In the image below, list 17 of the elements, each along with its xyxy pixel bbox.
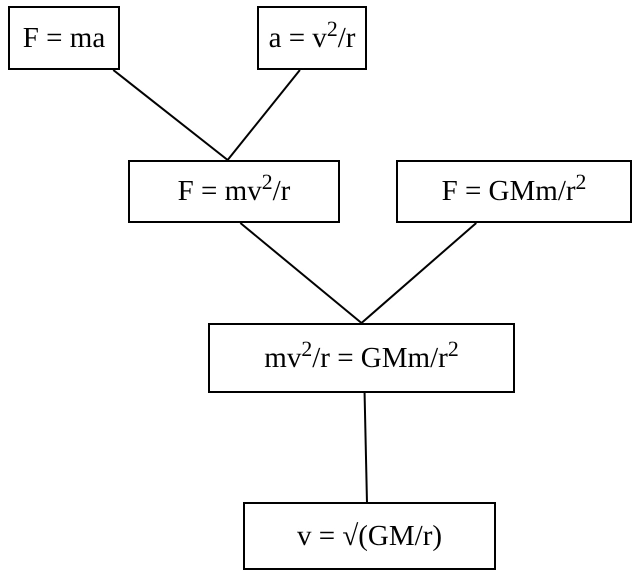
formula-text: F = GMm/r$^{2}$ xyxy=(442,175,586,208)
connector-line xyxy=(360,222,477,324)
formula-box xyxy=(243,502,496,570)
connector-line xyxy=(364,392,368,502)
connector-line xyxy=(226,69,301,161)
formula-text: F = mv$^{2}$/r xyxy=(178,175,290,208)
formula-box xyxy=(8,6,120,70)
formula-text: mv$^{2}$/r = GMm/r$^{2}$ xyxy=(264,342,459,374)
formula-box xyxy=(208,323,515,393)
connector-line xyxy=(240,222,362,324)
formula-box xyxy=(257,6,367,70)
connector-line xyxy=(112,69,228,161)
formula-text: F = ma xyxy=(22,22,106,54)
formula-box xyxy=(396,160,632,223)
formula-text: a = v$^{2}$/r xyxy=(268,22,356,54)
formula-box xyxy=(128,160,340,223)
formula-text: v = √(GM/r) xyxy=(296,520,442,552)
